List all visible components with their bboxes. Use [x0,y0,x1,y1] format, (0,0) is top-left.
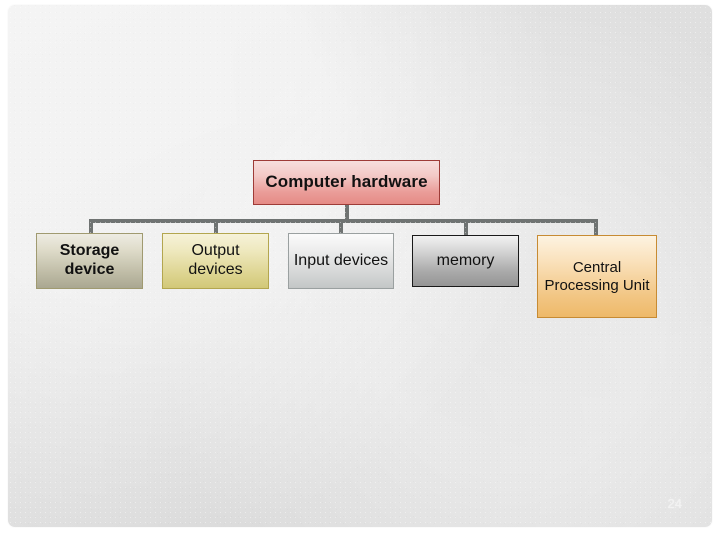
page-number: 24 [667,496,682,511]
node-central-processing-unit[interactable]: Central Processing Unit [537,235,657,318]
node-label-input-devices: Input devices [293,251,389,269]
node-label-memory: memory [436,251,495,269]
connector-horizontal-bus [89,219,598,223]
connector-drop-storage [89,219,93,233]
node-storage-device[interactable]: Storage device [36,233,143,289]
node-output-devices[interactable]: Output devices [162,233,269,289]
connector-drop-memory [464,219,468,235]
connector-drop-cpu [594,219,598,235]
node-label-computer-hardware: Computer hardware [265,172,428,192]
node-memory[interactable]: memory [412,235,519,287]
connector-root-stem [345,204,349,220]
connector-drop-input [339,219,343,233]
node-label-storage-device: Storage device [59,242,120,278]
node-computer-hardware[interactable]: Computer hardware [253,160,440,205]
connector-drop-output [214,219,218,233]
slide-canvas: Computer hardware Storage device Output … [8,5,712,527]
node-label-central-processing-unit: Central Processing Unit [544,258,650,294]
node-input-devices[interactable]: Input devices [288,233,394,289]
node-label-output-devices: Output devices [188,242,243,278]
